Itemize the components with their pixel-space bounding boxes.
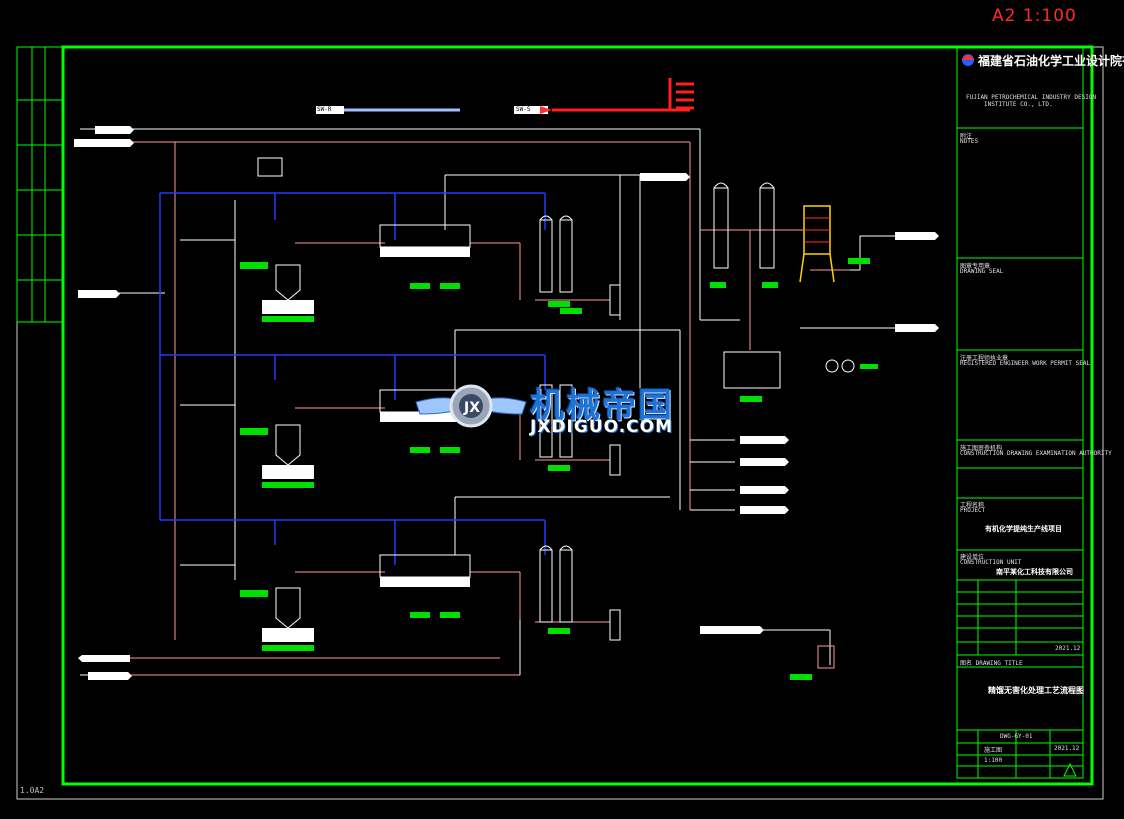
project-name: 有机化学提纯生产线项目	[985, 525, 1062, 533]
sheet-corner-label: 1.0A2	[20, 786, 45, 795]
watermark-en: JXDIGUO.COM	[530, 417, 674, 437]
review-label: 施工图审查机构	[960, 445, 1003, 452]
drawing-number: DWG-GY-01	[1000, 733, 1033, 740]
svg-text:JX: JX	[463, 400, 480, 416]
title-block-frame	[956, 46, 1084, 779]
scale: 1:100	[984, 757, 1003, 764]
cooling-water-lines	[159, 192, 546, 565]
review-en: CONSTRUCTION DRAWING EXAMINATION AUTHORI…	[960, 450, 1112, 457]
process-train-3	[262, 545, 621, 642]
header-pipes	[130, 141, 691, 676]
client-label: 建设单位	[960, 554, 985, 561]
watermark: JX 机械帝国 JXDIGUO.COM	[412, 372, 712, 442]
process-train-2	[262, 384, 621, 479]
notes-label: 附注	[960, 133, 973, 140]
drawing-title-label: 图名 DRAWING TITLE	[960, 660, 1023, 667]
legend-blue-tag: SW-R	[317, 106, 332, 113]
seal-label: 图章专用章	[960, 263, 991, 270]
equipment-tags	[240, 258, 878, 680]
revision-strip	[16, 46, 64, 323]
company-logo-icon	[962, 54, 974, 66]
company-name-en-2: INSTITUTE CO., LTD.	[984, 101, 1053, 108]
watermark-cn: 机械帝国	[530, 386, 674, 426]
frame-border	[61, 45, 1094, 786]
offpage-connectors	[74, 126, 939, 680]
engineer-label: 注册工程师执业章	[960, 355, 1009, 362]
project-en: PROJECT	[960, 507, 986, 514]
legend-lines	[316, 78, 694, 114]
process-train-1	[257, 157, 621, 316]
project-label: 工程名称	[960, 502, 985, 509]
notes-en: NOTES	[960, 138, 979, 145]
engineer-en: REGISTERED ENGINEER WORK PERMIT SEAL	[960, 360, 1091, 367]
company-name-cn: 福建省石油化学工业设计院有限公司	[978, 54, 1124, 68]
company-name-en-1: FUJIAN PETROCHEMICAL INDUSTRY DESIGN	[966, 94, 1097, 101]
gear-wing-icon: JX	[415, 384, 527, 428]
date-2: 2021.12	[1054, 745, 1080, 752]
client-name: 南平某化工科技有限公司	[996, 568, 1073, 576]
pink-lines	[295, 229, 850, 623]
stage: 施工图	[984, 747, 1003, 754]
legend-red-tag: SW-S	[516, 106, 531, 113]
sheet-scale-label: A2 1:100	[992, 6, 1077, 26]
seal-en: DRAWING SEAL	[960, 268, 1004, 275]
date-1: 2021.12	[1055, 645, 1081, 652]
columns-and-scrubber	[713, 182, 855, 669]
client-en: CONSTRUCTION UNIT	[960, 559, 1022, 566]
drawing-title: 精馏无害化处理工艺流程图	[988, 686, 1084, 695]
